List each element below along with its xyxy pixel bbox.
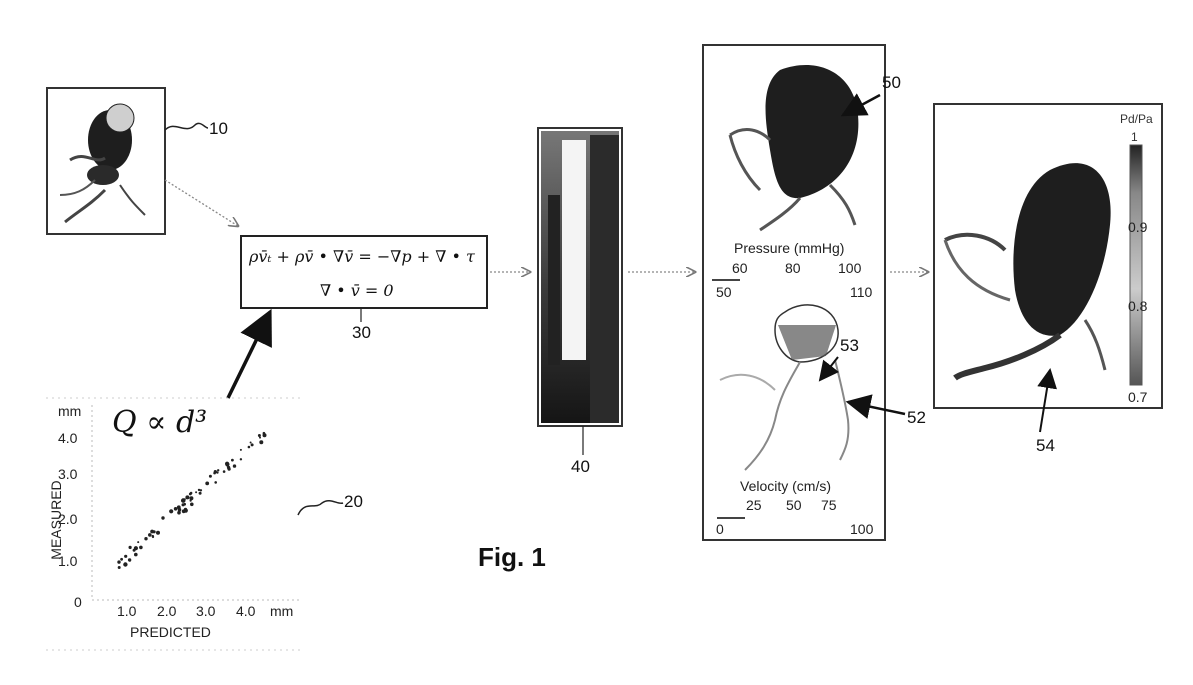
scatter-point <box>156 531 160 535</box>
scatter-point <box>174 507 178 511</box>
ref-30: 30 <box>352 323 371 343</box>
scatter-unit-y: mm <box>58 403 81 419</box>
pressure-title: Pressure (mmHg) <box>734 240 844 256</box>
scatter-point <box>209 475 212 478</box>
pd-pa-tick-0-8: 0.8 <box>1128 298 1147 314</box>
scatter-point <box>216 471 218 473</box>
scatter-point <box>120 558 123 561</box>
leader-20 <box>298 501 343 515</box>
arrow-20-to-30 <box>228 312 270 398</box>
scatter-point <box>213 472 216 475</box>
scatter-point <box>233 464 236 467</box>
leader-10 <box>165 123 208 130</box>
scatter-point <box>189 496 193 500</box>
scatter-point <box>240 458 242 460</box>
scatter-point <box>189 493 192 496</box>
scatter-point <box>259 437 261 439</box>
scatter-point <box>263 434 265 436</box>
scatter-point <box>223 470 226 473</box>
velocity-tick-100: 100 <box>850 521 873 537</box>
scatter-point <box>152 536 154 538</box>
x-tick-1: 1.0 <box>117 603 136 619</box>
scatter-point <box>117 560 120 563</box>
velocity-tick-0: 0 <box>716 521 724 537</box>
x-tick-2: 2.0 <box>157 603 176 619</box>
scatter-point <box>251 443 254 446</box>
scatter-point <box>195 491 197 493</box>
ref-10: 10 <box>209 119 228 139</box>
pd-pa-title: Pd/Pa <box>1120 112 1153 126</box>
scatter-formula: Q ∝ d³ <box>112 405 207 440</box>
pressure-tick-100: 100 <box>838 260 861 276</box>
scatter-point <box>231 459 234 462</box>
scatter-point <box>129 559 132 562</box>
ref-20: 20 <box>344 492 363 512</box>
ref-50: 50 <box>882 73 901 93</box>
scatter-point <box>181 498 185 502</box>
scatter-point <box>177 511 181 515</box>
velocity-tick-50: 50 <box>786 497 802 513</box>
x-tick-3: 3.0 <box>196 603 215 619</box>
pd-pa-tick-0-9: 0.9 <box>1128 219 1147 235</box>
y-tick-4: 4.0 <box>58 430 77 446</box>
scatter-point <box>133 549 136 552</box>
scatter-point <box>225 462 229 466</box>
scatter-point <box>214 481 217 484</box>
scatter-point <box>258 434 261 437</box>
scatter-point <box>182 503 185 506</box>
pressure-tick-110: 110 <box>850 284 872 300</box>
scatter-point <box>123 562 127 566</box>
scatter-point <box>259 440 263 444</box>
scatter-point <box>150 530 154 534</box>
ref-52: 52 <box>907 408 926 428</box>
arrow-10-to-30 <box>165 180 238 226</box>
scatter-point <box>169 509 173 513</box>
scatter-point <box>228 468 231 471</box>
equation-navier-stokes: ρv̄ₜ + ρv̄ • ∇v̄ = −∇p + ∇ • τ <box>249 247 475 266</box>
y-tick-0: 0 <box>74 594 82 610</box>
scatter-point <box>139 546 143 550</box>
velocity-tick-75: 75 <box>821 497 837 513</box>
scatter-point <box>250 442 252 444</box>
pressure-tick-50: 50 <box>716 284 732 300</box>
pd-pa-tick-0-7: 0.7 <box>1128 389 1147 405</box>
scatter-point <box>205 482 209 486</box>
scatter-point <box>240 449 242 451</box>
scatter-points <box>117 432 266 569</box>
scatter-point <box>190 503 194 507</box>
scatter-point <box>129 547 131 549</box>
scatter-ylabel: MEASURED <box>48 470 64 570</box>
velocity-title: Velocity (cm/s) <box>740 478 831 494</box>
ref-40: 40 <box>571 457 590 477</box>
pressure-tick-60: 60 <box>732 260 748 276</box>
scatter-point <box>185 495 189 499</box>
scatter-point <box>217 469 219 471</box>
scatter-point <box>182 509 186 513</box>
scatter-point <box>137 541 139 543</box>
pd-pa-color-scale <box>1130 145 1142 385</box>
equation-continuity: ∇ • v̄ = 0 <box>320 281 394 300</box>
figure-caption: Fig. 1 <box>478 542 546 573</box>
pd-pa-tick-1: 1 <box>1131 130 1138 144</box>
scatter-point <box>118 566 121 569</box>
x-unit: mm <box>270 603 293 619</box>
scatter-point <box>124 555 127 558</box>
velocity-tick-25: 25 <box>746 497 762 513</box>
scatter-point <box>161 516 164 519</box>
scatter-point <box>134 553 138 557</box>
scatter-point <box>199 492 202 495</box>
ref-54: 54 <box>1036 436 1055 456</box>
pressure-tick-80: 80 <box>785 260 801 276</box>
scatter-point <box>144 537 147 540</box>
x-tick-4: 4.0 <box>236 603 255 619</box>
scatter-point <box>148 533 152 537</box>
scatter-point <box>178 508 182 512</box>
ref-53: 53 <box>840 336 859 356</box>
scatter-xlabel: PREDICTED <box>130 624 211 640</box>
scatter-point <box>248 446 251 449</box>
scatter-point <box>198 489 200 491</box>
